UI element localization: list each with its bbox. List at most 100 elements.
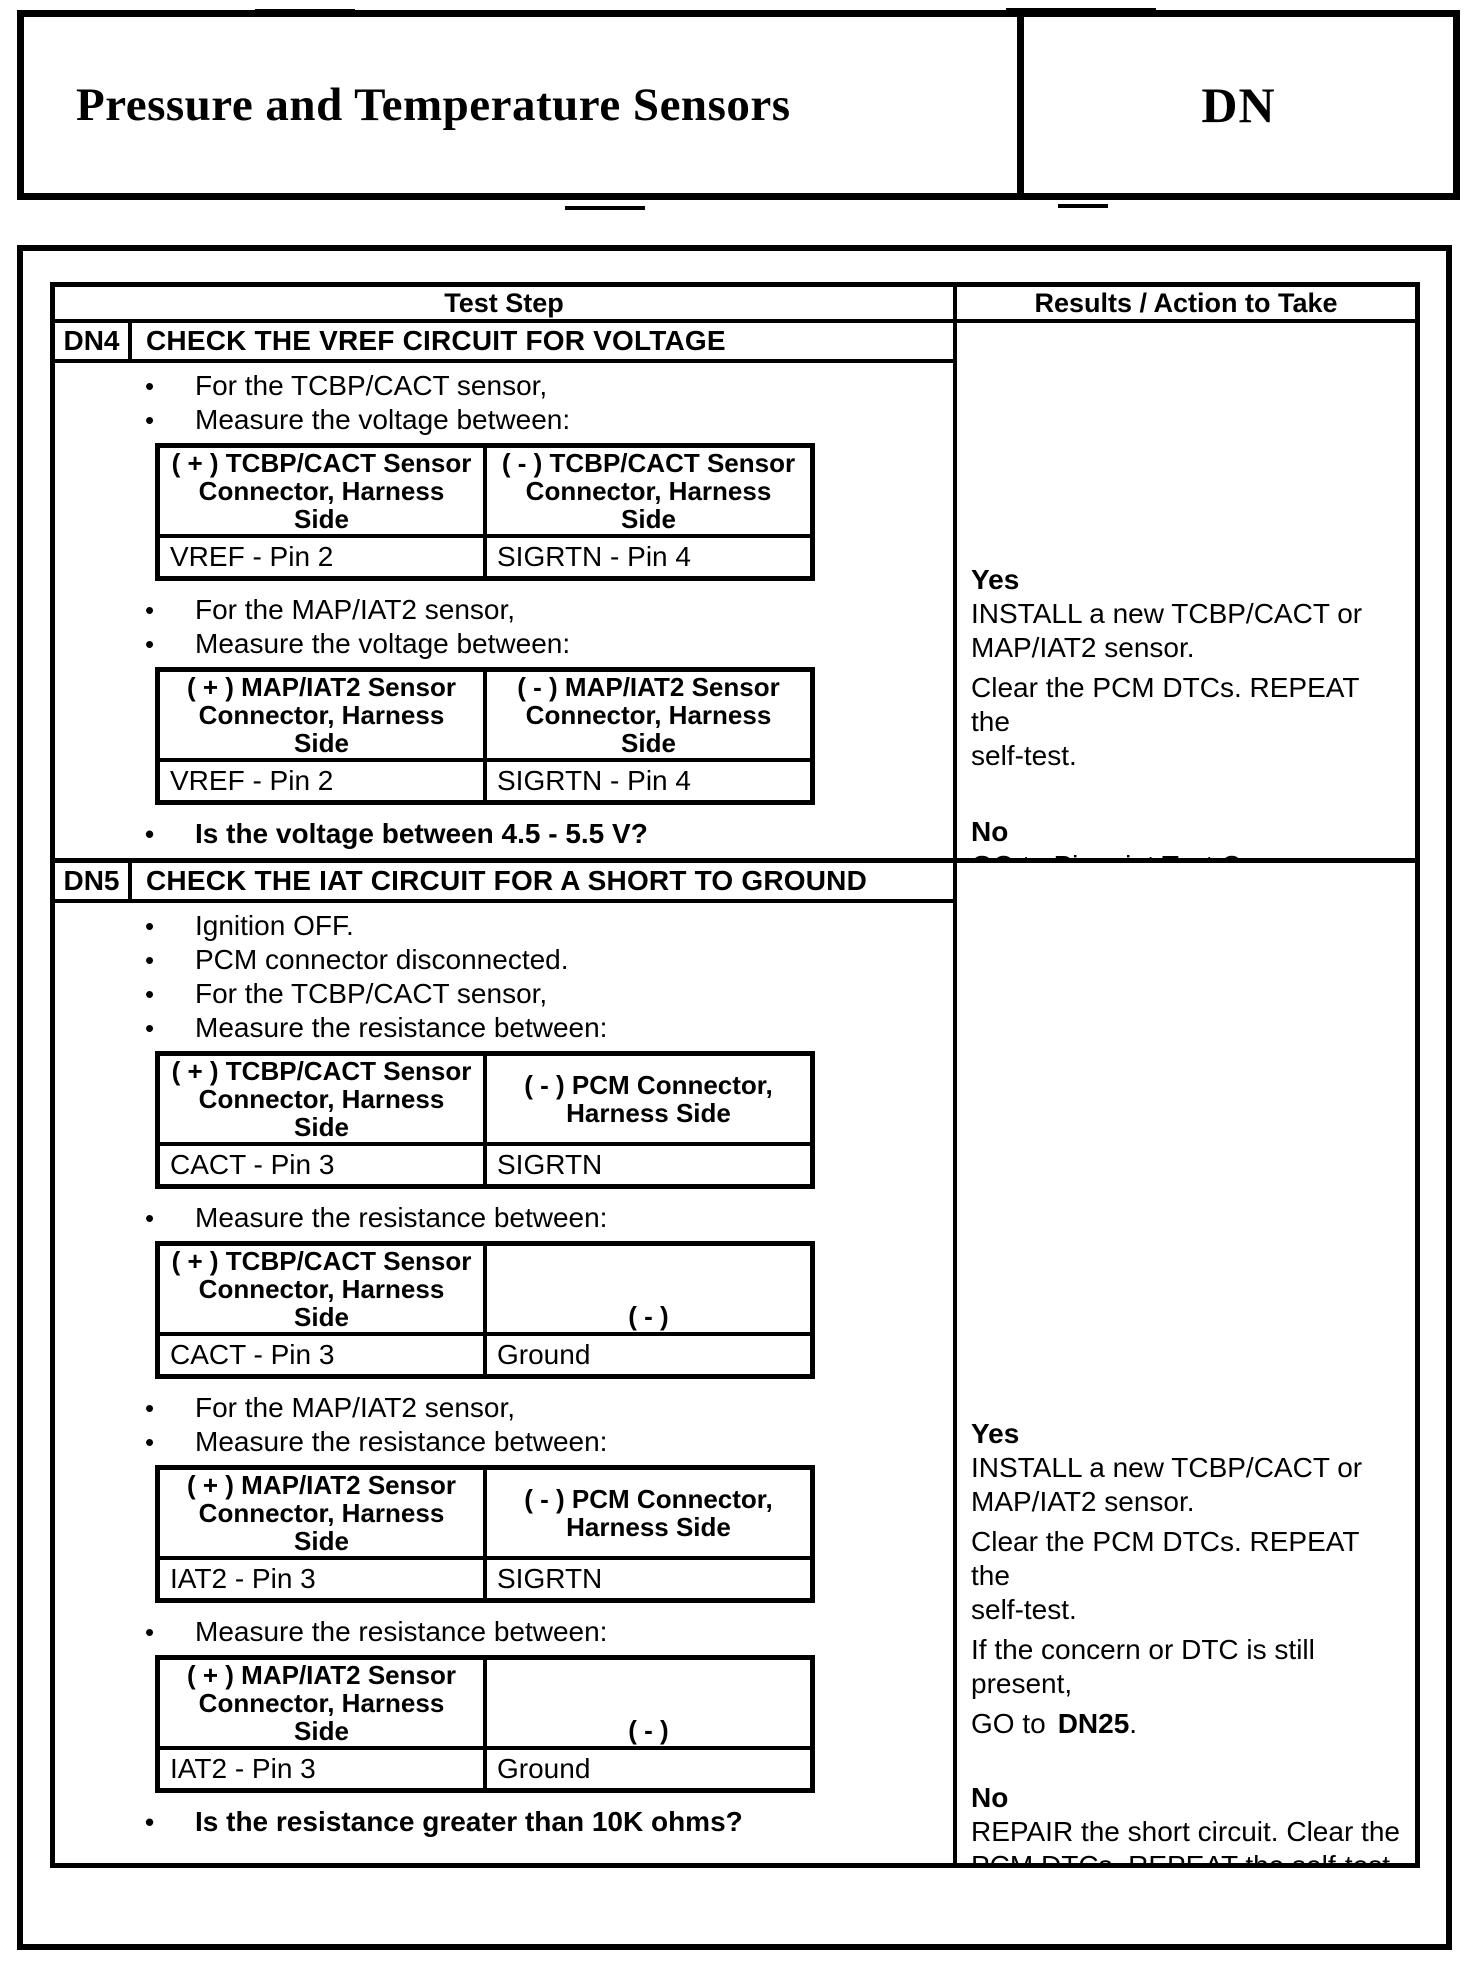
bullet-item: • For the MAP/IAT2 sensor,	[55, 593, 953, 627]
bullet-icon: •	[145, 405, 155, 435]
table-header-minus: ( - )	[628, 1715, 669, 1745]
step-dn5: DN5 CHECK THE IAT CIRCUIT FOR A SHORT TO…	[55, 863, 1415, 1868]
bullet-item: • Measure the voltage between:	[55, 403, 953, 437]
bullet-text: Measure the resistance between:	[195, 1012, 608, 1043]
scan-artifact-dash	[565, 206, 645, 210]
table-value-minus: Ground	[497, 1339, 591, 1370]
bullet-text: For the TCBP/CACT sensor,	[195, 978, 548, 1009]
yes-label: Yes	[971, 1418, 1020, 1449]
bullet-icon: •	[145, 371, 155, 401]
step-dn5-content: • Ignition OFF. • PCM connector disconne…	[55, 903, 953, 1868]
action-text: If the concern or DTC is still present,	[971, 1634, 1315, 1699]
step-dn4-title-row: DN4 CHECK THE VREF CIRCUIT FOR VOLTAGE	[55, 323, 953, 363]
table-value-minus: Ground	[497, 1753, 591, 1784]
step-dn5-test-step-cell: DN5 CHECK THE IAT CIRCUIT FOR A SHORT TO…	[55, 863, 957, 1868]
table-header-row: Test Step Results / Action to Take	[55, 287, 1415, 323]
goto-prefix: GO to	[971, 1708, 1046, 1739]
measurement-table: ( + ) TCBP/CACT Sensor Connector, Harnes…	[155, 443, 815, 581]
step-question: • Is the voltage between 4.5 - 5.5 V?	[55, 817, 953, 851]
table-value-plus: IAT2 - Pin 3	[160, 1560, 487, 1598]
table-header-minus: ( - ) PCM Connector, Harness Side	[524, 1070, 773, 1128]
procedure-table: Test Step Results / Action to Take DN4 C…	[50, 282, 1420, 1868]
column-header-test-step: Test Step	[55, 287, 957, 319]
measurement-table: ( + ) TCBP/CACT Sensor Connector, Harnes…	[155, 1051, 815, 1189]
step-title: CHECK THE VREF CIRCUIT FOR VOLTAGE	[146, 325, 726, 356]
bullet-item: • Measure the resistance between:	[55, 1615, 953, 1649]
bullet-text: For the MAP/IAT2 sensor,	[195, 594, 516, 625]
step-dn5-results-cell: Yes INSTALL a new TCBP/CACT or MAP/IAT2 …	[957, 863, 1415, 1868]
bullet-text: For the MAP/IAT2 sensor,	[195, 1392, 516, 1423]
bullet-icon: •	[145, 1013, 155, 1043]
bullet-icon: •	[145, 629, 155, 659]
step-dn4-content: • For the TCBP/CACT sensor, • Measure th…	[55, 363, 953, 858]
bullet-item: • Measure the resistance between:	[55, 1425, 953, 1459]
measurement-table: ( + ) TCBP/CACT Sensor Connector, Harnes…	[155, 1241, 815, 1379]
table-header-minus: ( - ) MAP/IAT2 Sensor Connector, Harness…	[517, 672, 780, 758]
bullet-text: Ignition OFF.	[195, 910, 354, 941]
goto-text: GO to DN25.	[971, 1707, 1403, 1741]
measurement-table: ( + ) MAP/IAT2 Sensor Connector, Harness…	[155, 667, 815, 805]
action-text: REPAIR the short circuit. Clear the PCM …	[971, 1816, 1400, 1868]
question-text: Is the voltage between 4.5 - 5.5 V?	[195, 818, 648, 849]
bullet-icon: •	[145, 1203, 155, 1233]
action-text: Clear the PCM DTCs. REPEAT the self-test…	[971, 672, 1359, 771]
goto-target: DN25	[1057, 1708, 1130, 1739]
bullet-icon: •	[145, 819, 155, 849]
table-value-plus: IAT2 - Pin 3	[160, 1750, 487, 1788]
measurement-table: ( + ) MAP/IAT2 Sensor Connector, Harness…	[155, 1465, 815, 1603]
table-value-minus: SIGRTN	[497, 1563, 603, 1594]
document-code: DN	[1017, 17, 1453, 193]
step-dn4-results-cell: Yes INSTALL a new TCBP/CACT or MAP/IAT2 …	[957, 323, 1415, 858]
bullet-icon: •	[145, 979, 155, 1009]
action-text: GO to Pinpoint Test C.	[971, 849, 1403, 858]
table-value-minus: SIGRTN	[497, 1149, 603, 1180]
table-header-minus: ( - )	[628, 1301, 669, 1331]
no-label: No	[971, 1782, 1009, 1813]
bullet-item: • Measure the voltage between:	[55, 627, 953, 661]
table-header-minus: ( - ) TCBP/CACT Sensor Connector, Harnes…	[501, 448, 796, 534]
bullet-icon: •	[145, 1617, 155, 1647]
procedure-box: Test Step Results / Action to Take DN4 C…	[17, 245, 1452, 1950]
scan-artifact-dash	[1058, 204, 1108, 208]
bullet-item: • PCM connector disconnected.	[55, 943, 953, 977]
table-header-plus: ( + ) TCBP/CACT Sensor Connector, Harnes…	[160, 448, 487, 534]
step-dn5-title-row: DN5 CHECK THE IAT CIRCUIT FOR A SHORT TO…	[55, 863, 953, 903]
bullet-item: • Measure the resistance between:	[55, 1201, 953, 1235]
table-value-minus: SIGRTN - Pin 4	[497, 541, 691, 572]
table-value-plus: CACT - Pin 3	[160, 1146, 487, 1184]
bullet-icon: •	[145, 911, 155, 941]
action-text: Clear the PCM DTCs. REPEAT the self-test…	[971, 1526, 1359, 1625]
table-header-plus: ( + ) TCBP/CACT Sensor Connector, Harnes…	[160, 1056, 487, 1142]
page-title: Pressure and Temperature Sensors	[76, 79, 791, 131]
bullet-icon: •	[145, 1807, 155, 1837]
goto-suffix: .	[1129, 1708, 1138, 1739]
step-id: DN5	[55, 863, 132, 899]
step-dn4: DN4 CHECK THE VREF CIRCUIT FOR VOLTAGE •…	[55, 323, 1415, 863]
yes-label: Yes	[971, 564, 1020, 595]
table-value-plus: VREF - Pin 2	[160, 538, 487, 576]
bullet-item: • For the TCBP/CACT sensor,	[55, 369, 953, 403]
bullet-text: Measure the resistance between:	[195, 1616, 608, 1647]
bullet-item: • For the MAP/IAT2 sensor,	[55, 1391, 953, 1425]
bullet-icon: •	[145, 1393, 155, 1423]
document-header: Pressure and Temperature Sensors DN	[17, 10, 1460, 200]
bullet-icon: •	[145, 1427, 155, 1457]
bullet-text: Measure the resistance between:	[195, 1202, 608, 1233]
step-dn4-test-step-cell: DN4 CHECK THE VREF CIRCUIT FOR VOLTAGE •…	[55, 323, 957, 858]
table-value-plus: CACT - Pin 3	[160, 1336, 487, 1374]
column-header-results: Results / Action to Take	[1034, 287, 1338, 318]
action-text: INSTALL a new TCBP/CACT or MAP/IAT2 sens…	[971, 598, 1363, 663]
table-value-minus: SIGRTN - Pin 4	[497, 765, 691, 796]
step-title: CHECK THE IAT CIRCUIT FOR A SHORT TO GRO…	[146, 865, 868, 896]
no-label: No	[971, 816, 1009, 847]
bullet-text: Measure the resistance between:	[195, 1426, 608, 1457]
bullet-item: • For the TCBP/CACT sensor,	[55, 977, 953, 1011]
bullet-text: For the TCBP/CACT sensor,	[195, 370, 548, 401]
bullet-text: Measure the voltage between:	[195, 628, 571, 659]
bullet-text: PCM connector disconnected.	[195, 944, 569, 975]
bullet-item: • Measure the resistance between:	[55, 1011, 953, 1045]
table-header-plus: ( + ) MAP/IAT2 Sensor Connector, Harness…	[160, 1660, 487, 1746]
step-id: DN4	[55, 323, 132, 359]
step-question: • Is the resistance greater than 10K ohm…	[55, 1805, 953, 1839]
table-header-minus: ( - ) PCM Connector, Harness Side	[524, 1484, 773, 1542]
